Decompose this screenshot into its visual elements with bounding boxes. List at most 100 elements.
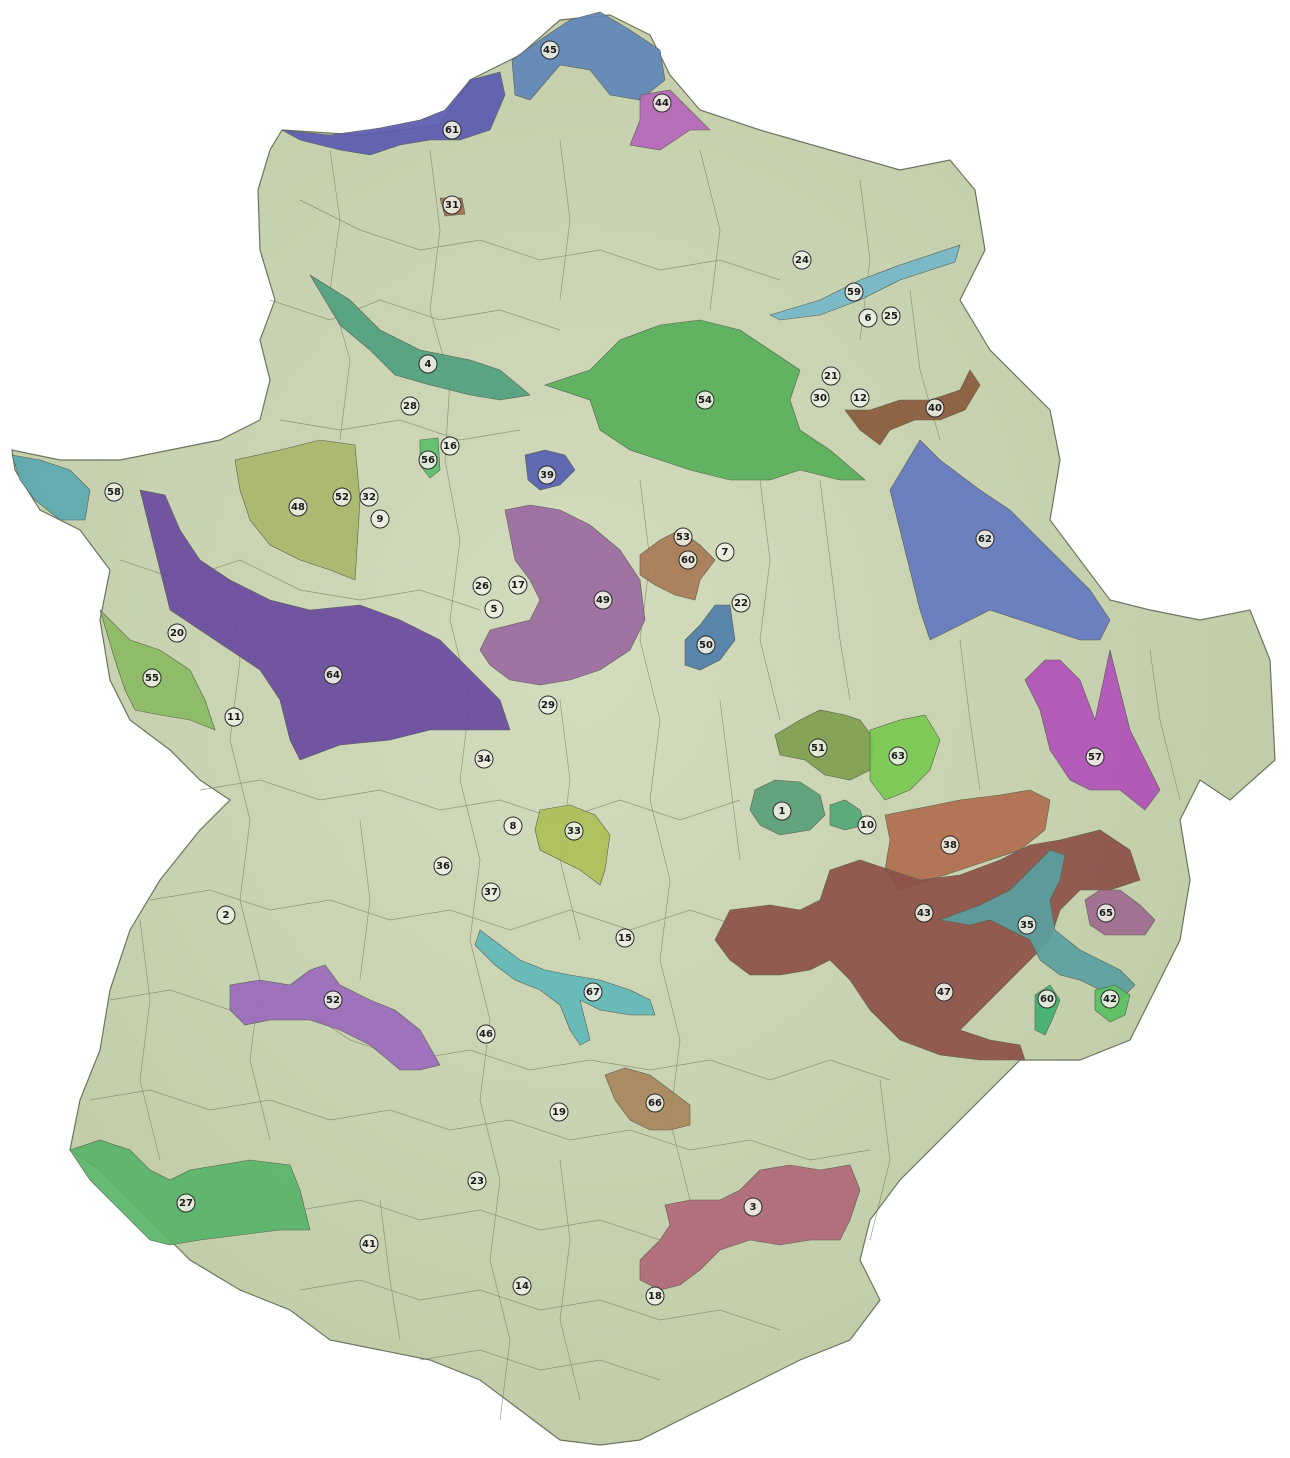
marker-label: 38 bbox=[943, 840, 957, 851]
region-67 bbox=[474, 929, 656, 1046]
marker-circle bbox=[858, 308, 878, 328]
marker-circle bbox=[615, 928, 635, 948]
marker-label: 47 bbox=[937, 987, 951, 998]
marker-63: 63 bbox=[888, 746, 908, 766]
marker-circle bbox=[678, 550, 698, 570]
marker-12: 12 bbox=[850, 388, 870, 408]
marker-circle bbox=[508, 575, 528, 595]
marker-67: 67 bbox=[583, 982, 603, 1002]
marker-circle bbox=[433, 856, 453, 876]
marker-circle bbox=[359, 487, 379, 507]
marker-31: 31 bbox=[442, 195, 462, 215]
marker-label: 30 bbox=[813, 393, 827, 404]
marker-circle bbox=[176, 1193, 196, 1213]
municipal-border-line bbox=[1149, 649, 1181, 801]
municipal-border-line bbox=[759, 479, 781, 721]
marker-label: 56 bbox=[421, 455, 435, 466]
marker-circle bbox=[1017, 915, 1037, 935]
region-44 bbox=[629, 89, 711, 151]
marker-49: 49 bbox=[593, 590, 613, 610]
marker-39: 39 bbox=[537, 465, 557, 485]
marker-7: 7 bbox=[715, 542, 735, 562]
marker-65: 65 bbox=[1096, 903, 1116, 923]
marker-48: 48 bbox=[288, 497, 308, 517]
marker-label: 51 bbox=[811, 743, 825, 754]
marker-label: 64 bbox=[326, 670, 340, 681]
marker-43: 43 bbox=[914, 903, 934, 923]
marker-circle bbox=[1085, 747, 1105, 767]
marker-32: 32 bbox=[359, 487, 379, 507]
municipal-border-line bbox=[199, 779, 741, 821]
marker-label: 1 bbox=[779, 806, 786, 817]
region-4 bbox=[309, 274, 531, 401]
marker-circle bbox=[934, 982, 954, 1002]
municipal-border-line bbox=[719, 699, 741, 861]
marker-label: 44 bbox=[655, 98, 669, 109]
marker-circle bbox=[857, 815, 877, 835]
marker-22: 22 bbox=[731, 593, 751, 613]
marker-circle bbox=[673, 527, 693, 547]
marker-circle bbox=[370, 509, 390, 529]
marker-label: 60 bbox=[681, 555, 695, 566]
marker-circle bbox=[142, 668, 162, 688]
marker-label: 27 bbox=[179, 1198, 193, 1209]
marker-61: 61 bbox=[442, 120, 462, 140]
marker-circle bbox=[323, 665, 343, 685]
marker-21: 21 bbox=[821, 366, 841, 386]
marker-circle bbox=[540, 40, 560, 60]
marker-8: 8 bbox=[503, 816, 523, 836]
marker-circle bbox=[695, 390, 715, 410]
marker-18: 18 bbox=[645, 1286, 665, 1306]
marker-label: 54 bbox=[698, 395, 712, 406]
marker-40: 40 bbox=[925, 398, 945, 418]
marker-label: 34 bbox=[477, 754, 491, 765]
marker-4: 4 bbox=[418, 354, 438, 374]
marker-label: 25 bbox=[884, 311, 898, 322]
marker-label: 6 bbox=[865, 313, 872, 324]
marker-label: 16 bbox=[443, 441, 457, 452]
marker-circle bbox=[844, 282, 864, 302]
marker-circle bbox=[1037, 989, 1057, 1009]
marker-circle bbox=[323, 990, 343, 1010]
marker-circle bbox=[1100, 989, 1120, 1009]
marker-label: 53 bbox=[676, 532, 690, 543]
marker-circle bbox=[474, 749, 494, 769]
municipal-borders bbox=[89, 139, 1181, 1421]
marker-55: 55 bbox=[142, 668, 162, 688]
region-53 bbox=[639, 529, 716, 601]
marker-circle bbox=[652, 93, 672, 113]
marker-label: 14 bbox=[515, 1281, 529, 1292]
marker-27: 27 bbox=[176, 1193, 196, 1213]
marker-3: 3 bbox=[743, 1197, 763, 1217]
marker-label: 66 bbox=[648, 1098, 662, 1109]
municipal-border-line bbox=[279, 419, 521, 441]
marker-label: 65 bbox=[1099, 908, 1113, 919]
marker-circle bbox=[442, 195, 462, 215]
marker-label: 26 bbox=[475, 581, 489, 592]
marker-label: 31 bbox=[445, 200, 459, 211]
marker-28: 28 bbox=[400, 396, 420, 416]
marker-circle bbox=[925, 398, 945, 418]
marker-circle bbox=[808, 738, 828, 758]
municipal-border-line bbox=[559, 1159, 581, 1401]
territory-outline bbox=[11, 14, 1276, 1446]
marker-label: 19 bbox=[552, 1107, 566, 1118]
marker-20: 20 bbox=[167, 623, 187, 643]
marker-circle bbox=[593, 590, 613, 610]
marker-54: 54 bbox=[695, 390, 715, 410]
marker-label: 37 bbox=[484, 887, 498, 898]
marker-19: 19 bbox=[549, 1102, 569, 1122]
marker-64: 64 bbox=[323, 665, 343, 685]
marker-66: 66 bbox=[645, 1093, 665, 1113]
marker-41: 41 bbox=[359, 1234, 379, 1254]
marker-circle bbox=[888, 746, 908, 766]
municipal-border-line bbox=[139, 919, 161, 1161]
marker-circle bbox=[975, 529, 995, 549]
marker-24: 24 bbox=[792, 250, 812, 270]
marker-circle bbox=[549, 1102, 569, 1122]
marker-2: 2 bbox=[216, 905, 236, 925]
marker-label: 2 bbox=[223, 910, 230, 921]
marker-circle bbox=[512, 1276, 532, 1296]
